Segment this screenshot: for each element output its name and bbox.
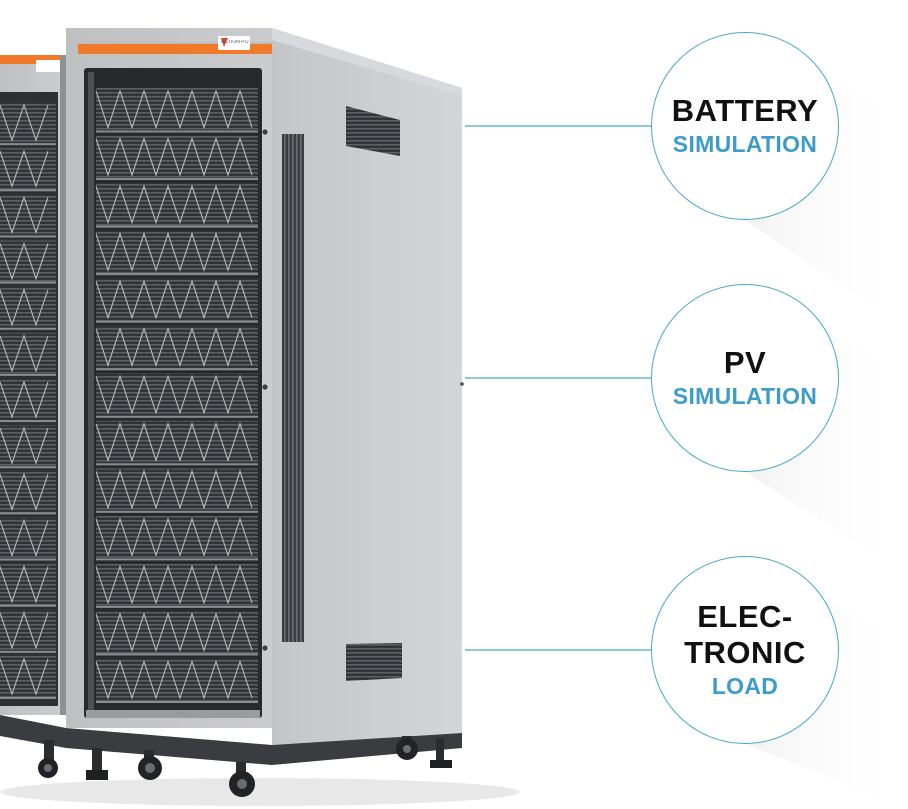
rack-module — [95, 88, 258, 133]
side-vent-vertical — [282, 134, 304, 642]
rack-module — [0, 517, 56, 561]
rack-module — [95, 468, 258, 513]
rack-module — [95, 135, 258, 181]
rack-module — [0, 286, 56, 330]
caster — [38, 740, 58, 778]
rack-module — [0, 655, 56, 699]
rack-module — [0, 148, 56, 192]
pv-simulation-badge: PV SIMULATION — [651, 284, 839, 472]
left-cabinet — [0, 55, 66, 715]
accent-stripe — [78, 44, 272, 54]
rack-module — [0, 194, 56, 238]
rack-module — [0, 378, 56, 423]
rack-module — [95, 658, 258, 703]
rack-module — [0, 102, 56, 146]
cabinet-side-panel — [262, 28, 464, 745]
badge-subtitle: SIMULATION — [672, 131, 818, 157]
brand-logo — [36, 60, 62, 72]
badge-title-line2: TRONIC — [684, 635, 806, 670]
caster — [396, 736, 418, 760]
main-cabinet — [66, 28, 276, 728]
rack-module — [0, 563, 56, 607]
caster — [138, 750, 162, 780]
rack-module — [95, 325, 258, 371]
rack-module — [0, 471, 56, 515]
rack-module — [0, 332, 56, 376]
rack-module — [0, 425, 56, 469]
badge-subtitle: SIMULATION — [672, 383, 818, 409]
rack-module — [95, 278, 258, 323]
cabinet-base — [0, 715, 462, 765]
rack-module — [95, 563, 258, 608]
side-vent-bottom — [346, 643, 402, 681]
brand-logo-text: ACTION POWER — [221, 40, 249, 45]
rack-module — [95, 373, 258, 418]
rack-module — [95, 515, 258, 561]
caster — [229, 762, 255, 797]
rack-module — [95, 230, 258, 276]
badge-title: BATTERY — [671, 93, 819, 128]
rack-module — [95, 420, 258, 466]
badge-title: PV — [723, 345, 767, 380]
connector-lines — [465, 125, 652, 651]
rack-module — [0, 609, 56, 653]
rack-module — [0, 240, 56, 284]
caster — [430, 738, 452, 768]
rack-module — [95, 183, 258, 228]
electronic-load-badge: ELEC- TRONIC LOAD — [651, 556, 839, 744]
floor-shadow — [0, 778, 520, 806]
casters — [38, 736, 452, 797]
battery-simulation-badge: BATTERY SIMULATION — [651, 32, 839, 220]
badge-subtitle: LOAD — [711, 673, 779, 699]
badge-title: ELEC- — [697, 599, 793, 634]
rack-module — [95, 610, 258, 656]
side-vent-top — [346, 106, 400, 156]
accent-stripe — [0, 55, 64, 64]
caster — [86, 748, 108, 780]
